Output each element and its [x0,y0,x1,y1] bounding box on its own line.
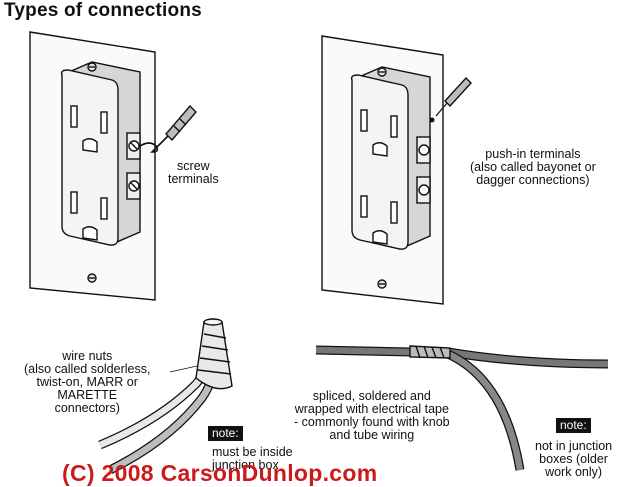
push-in-terminal-outlet [321,35,472,305]
wire-nut [98,318,233,475]
note-badge-left: note: [208,426,243,441]
label-wire-nuts: wire nuts(also called solderless,twist-o… [24,349,151,415]
label-push-in-terminals: push-in terminals(also called bayonet or… [470,147,596,187]
screw-terminal-outlet [29,31,197,301]
copyright-credit: (C) 2008 CarsonDunlop.com [62,460,378,486]
diagram-title: Types of connections [4,0,202,21]
spliced-wire [315,345,609,471]
note-badge-right: note: [556,418,591,433]
